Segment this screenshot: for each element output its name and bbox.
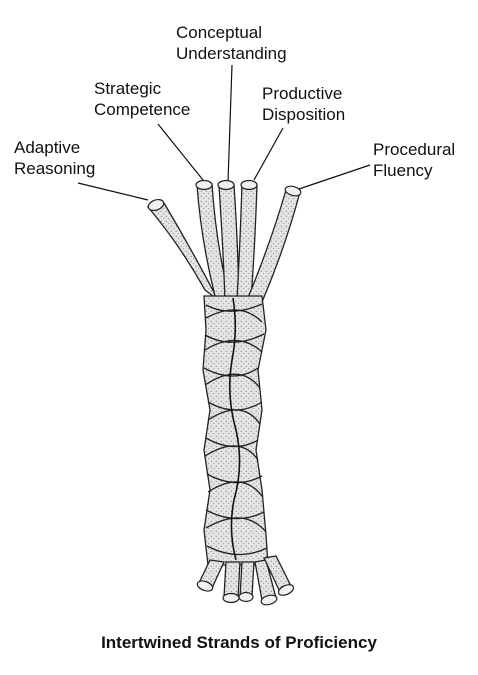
- label-line-1: Procedural: [373, 140, 456, 159]
- leader-lines: [77, 64, 371, 201]
- loose-strands-top: [146, 183, 301, 303]
- label-line-2: Disposition: [262, 105, 346, 124]
- label-procedural-fluency: Procedural Fluency: [373, 139, 455, 181]
- label-line-1: Adaptive: [14, 138, 81, 157]
- label-line-2: Understanding: [176, 44, 287, 63]
- braid-segments: [203, 303, 268, 556]
- label-line-2: Reasoning: [14, 159, 96, 178]
- label-line-1: Productive: [262, 84, 343, 103]
- label-line-2: Fluency: [373, 161, 433, 180]
- leader-line-strategic: [157, 123, 204, 181]
- loose-strands-bottom: [197, 555, 293, 601]
- leader-line-productive: [253, 127, 284, 181]
- label-line-2: Competence: [94, 100, 191, 119]
- label-productive-disposition: Productive Disposition: [262, 83, 345, 125]
- label-strategic-competence: Strategic Competence: [94, 78, 190, 120]
- label-conceptual-understanding: Conceptual Understanding: [176, 22, 287, 64]
- leader-line-adaptive: [77, 182, 149, 201]
- label-line-1: Conceptual: [176, 23, 263, 42]
- braid-center-crease: [228, 297, 241, 561]
- label-line-1: Strategic: [94, 79, 162, 98]
- leader-line-conceptual: [227, 64, 233, 183]
- strand-ends-top: [147, 179, 302, 212]
- strand-ends-bottom: [196, 580, 295, 606]
- leader-line-procedural: [295, 164, 371, 191]
- figure-caption: Intertwined Strands of Proficiency: [101, 633, 377, 652]
- label-adaptive-reasoning: Adaptive Reasoning: [14, 137, 95, 179]
